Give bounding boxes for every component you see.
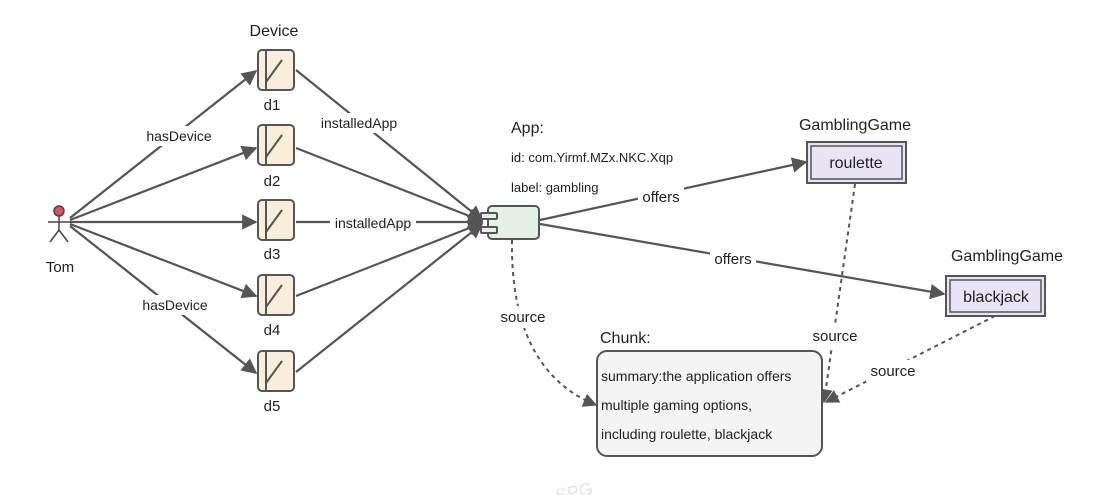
device-icon: [257, 49, 295, 91]
edge-label-offers-2: offers: [714, 251, 751, 268]
edge-source-roulette: [818, 183, 856, 404]
edge-label-has-device-top: hasDevice: [146, 128, 212, 144]
device-icon: [257, 350, 295, 392]
game-name: roulette: [829, 155, 882, 172]
game-node-blackjack[interactable]: GamblingGame blackjack: [945, 248, 1063, 317]
edge-label-source-blackjack: source: [870, 363, 915, 380]
chunk-text-line: multiple gaming options,: [601, 397, 752, 413]
watermark: SPG: [553, 478, 594, 495]
app-label: label: gambling: [511, 180, 598, 195]
chunk-header: Chunk:: [600, 330, 651, 347]
device-header: Device: [250, 23, 299, 40]
edge-label-installed-app-top: installedApp: [321, 115, 397, 131]
person-node[interactable]: Tom: [46, 205, 74, 276]
edge-installed-app-d5: [295, 223, 484, 373]
device-label: d5: [264, 398, 281, 415]
device-icon: [257, 199, 295, 241]
edge-labels: hasDevice hasDevice installedApp install…: [139, 113, 920, 382]
person-icon: [48, 205, 70, 243]
chunk-text-line: summary:the application offers: [601, 368, 791, 384]
game-node-roulette[interactable]: GamblingGame roulette: [799, 117, 911, 184]
chunk-node[interactable]: Chunk: summary:the application offers mu…: [596, 330, 823, 457]
device-node-d2[interactable]: d2: [257, 124, 295, 190]
edge-has-device-d4: [69, 222, 258, 299]
app-id: id: com.Yirmf.MZx.NKC.Xqp: [511, 150, 673, 165]
edge-installed-app-d1: [295, 69, 484, 221]
device-icon: [257, 274, 295, 316]
device-node-d1[interactable]: d1: [257, 49, 295, 114]
device-icon: [257, 124, 295, 166]
edge-label-installed-app-mid: installedApp: [335, 215, 411, 231]
edge-label-source-roulette: source: [812, 328, 857, 345]
device-node-d5[interactable]: d5: [257, 350, 295, 415]
device-label: d4: [264, 322, 281, 339]
edge-has-device-d2: [69, 145, 258, 222]
person-name: Tom: [46, 259, 74, 276]
device-node-d3[interactable]: d3: [257, 199, 295, 263]
device-label: d3: [264, 246, 281, 263]
edge-label-source-app: source: [500, 309, 545, 326]
component-icon: [480, 205, 540, 240]
game-name: blackjack: [963, 289, 1030, 306]
chunk-text-line: including roulette, blackjack: [601, 426, 773, 442]
game-header: GamblingGame: [799, 117, 911, 134]
device-node-d4[interactable]: d4: [257, 274, 295, 339]
edge-label-has-device-bottom: hasDevice: [142, 297, 208, 313]
has-device-edges: [69, 70, 258, 374]
app-header: App:: [511, 120, 544, 137]
edge-installed-app-d4: [295, 220, 484, 298]
device-label: d1: [264, 97, 281, 114]
game-header: GamblingGame: [951, 248, 1063, 265]
app-node[interactable]: App: id: com.Yirmf.MZx.NKC.Xqp label: ga…: [480, 120, 673, 240]
edge-installed-app-d2: [295, 146, 484, 224]
device-label: d2: [264, 173, 281, 190]
edge-label-offers-1: offers: [642, 189, 679, 206]
